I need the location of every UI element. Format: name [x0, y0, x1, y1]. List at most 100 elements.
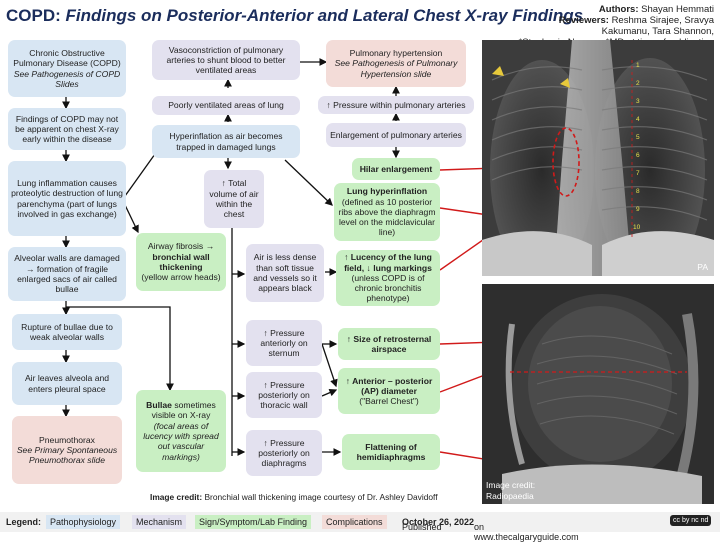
rib-number-9: 9	[636, 206, 640, 213]
rib-number-4: 4	[636, 116, 640, 123]
airway-fibrosis-box: Airway fibrosis → bronchial wall thicken…	[136, 233, 226, 291]
lateral-xray-drawing	[482, 284, 714, 504]
copd-text: Chronic Obstructive Pulmonary Disease (C…	[13, 47, 121, 69]
rib-number-2: 2	[636, 80, 640, 87]
ap-text-1: ↑ Anterior – posterior	[345, 375, 433, 386]
flattening-box: Flattening of hemidiaphragms	[342, 434, 440, 470]
press-ant-text: ↑ Pressure anteriorly on sternum	[260, 327, 308, 359]
flat-text-1: Flattening of	[365, 441, 417, 452]
air-less-text: Air is less dense than soft tissue and v…	[253, 252, 317, 294]
retrosternal-box: ↑ Size of retrosternal airspace	[338, 328, 440, 360]
flat-text-2: hemidiaphragms	[356, 452, 426, 462]
lucency-title: ↑ Lucency of the lung field, ↓ lung mark…	[344, 252, 432, 273]
copd-box: Chronic Obstructive Pulmonary Disease (C…	[8, 40, 126, 97]
credit-text: Bronchial wall thickening image courtesy…	[204, 492, 438, 502]
lucency-box: ↑ Lucency of the lung field, ↓ lung mark…	[336, 250, 440, 306]
reviewers-label: Reviewers:	[558, 15, 609, 26]
total-text: ↑ Total volume of air within the chest	[209, 178, 259, 220]
hyperinflation-box: Hyperinflation as air becomes trapped in…	[152, 125, 300, 158]
poorly-ventilated-box: Poorly ventilated areas of lung	[152, 96, 300, 115]
press-post-text: ↑ Pressure posteriorly on thoracic wall	[258, 379, 310, 411]
page-title: COPD: Findings on Posterior-Anterior and…	[6, 6, 583, 26]
authors-names: Shayan Hemmati	[641, 4, 714, 15]
findings-text: Findings of COPD may not be apparent on …	[15, 113, 119, 145]
image-credit-label: Image credit:	[486, 480, 536, 490]
rib-number-7: 7	[636, 170, 640, 177]
hyper-detail: (defined as 10 posterior ribs above the …	[338, 196, 436, 238]
air-leaves-box: Air leaves alveola and enters pleural sp…	[12, 362, 122, 405]
pa-xray-drawing	[482, 40, 714, 276]
title-main: COPD:	[6, 6, 61, 25]
published-line: Published October 26, 2022 on www.thecal…	[402, 517, 579, 542]
pa-label: PA	[697, 262, 708, 272]
hilar-text: Hilar enlargement	[359, 163, 433, 174]
legend-pathophysiology: Pathophysiology	[46, 515, 121, 529]
image-credit-footer: Image credit: Bronchial wall thickening …	[150, 492, 438, 502]
lateral-xray-image: Image credit: Radiopaedia	[482, 284, 714, 504]
airway-text-1: Airway fibrosis →	[147, 241, 215, 252]
hyperinfl-text: Hyperinflation as air becomes trapped in…	[169, 131, 283, 152]
rupture-text: Rupture of bullae due to weak alveolar w…	[21, 321, 113, 342]
pneumothorax-box: Pneumothorax See Primary Spontaneous Pne…	[12, 416, 122, 484]
press-diaph-text: ↑ Pressure posteriorly on diaphragms	[258, 437, 310, 469]
findings-not-apparent-box: Findings of COPD may not be apparent on …	[8, 108, 126, 150]
bullae-visible-box: Bullae sometimes visible on X-ray (focal…	[136, 390, 226, 472]
ap-text-3: ("Barrel Chest")	[359, 396, 419, 407]
retro-text-1: ↑ Size of retrosternal	[346, 333, 432, 344]
published-prefix: Published	[402, 522, 442, 532]
hyper-title: Lung hyperinflation	[346, 186, 428, 197]
inflammation-text: Lung inflammation causes proteolytic des…	[11, 177, 123, 219]
pressure-pa-box: ↑ Pressure within pulmonary arteries	[318, 96, 474, 114]
published-date: October 26, 2022	[402, 517, 475, 527]
image-credit-source: Radiopaedia	[486, 491, 534, 501]
alveolar-text: Alveolar walls are damaged → formation o…	[14, 253, 120, 295]
total-volume-box: ↑ Total volume of air within the chest	[204, 170, 264, 228]
rib-number-3: 3	[636, 98, 640, 105]
pneumothorax-see-link[interactable]: See Primary Spontaneous Pneumothorax sli…	[16, 444, 118, 466]
pulm-htn-title: Pulmonary hypertension	[349, 48, 443, 59]
hilar-enlargement-box: Hilar enlargement	[352, 158, 440, 180]
enlarge-pa-text: Enlargement of pulmonary arteries	[330, 129, 462, 140]
pulm-htn-see-link[interactable]: See Pathogenesis of Pulmonary Hypertensi…	[334, 58, 458, 79]
pressure-posterior-box: ↑ Pressure posteriorly on thoracic wall	[246, 372, 322, 418]
reviewers-line-2: Kakumanu, Tara Shannon,	[601, 26, 714, 37]
air-leaves-text: Air leaves alveola and enters pleural sp…	[24, 373, 110, 394]
lucency-detail: (unless COPD is of chronic bronchitis ph…	[351, 272, 425, 304]
alveolar-walls-box: Alveolar walls are damaged → formation o…	[8, 247, 126, 301]
legend-sign: Sign/Symptom/Lab Finding	[195, 515, 312, 529]
rib-number-10: 10	[633, 224, 641, 231]
pressure-pa-text: ↑ Pressure within pulmonary arteries	[326, 99, 466, 110]
pressure-anterior-box: ↑ Pressure anteriorly on sternum	[246, 320, 322, 366]
poorly-text: Poorly ventilated areas of lung	[168, 100, 284, 111]
ap-diameter-box: ↑ Anterior – posterior (AP) diameter ("B…	[338, 368, 440, 414]
credit-label: Image credit:	[150, 492, 203, 502]
rib-number-8: 8	[636, 188, 640, 195]
legend-label: Legend:	[6, 517, 41, 527]
bullae-detail: (focal areas of lucency with spread out …	[143, 420, 219, 462]
pressure-diaphragm-box: ↑ Pressure posteriorly on diaphragms	[246, 430, 322, 476]
lung-inflammation-box: Lung inflammation causes proteolytic des…	[8, 161, 126, 236]
license-badge-icon[interactable]: cc by nc nd	[670, 515, 712, 526]
pa-xray-image: 1 2 3 4 5 6 7 8 9 10 PA	[482, 40, 714, 276]
enlarge-pa-box: Enlargement of pulmonary arteries	[326, 123, 466, 147]
rupture-bullae-box: Rupture of bullae due to weak alveolar w…	[12, 314, 122, 350]
published-site[interactable]: on www.thecalgaryguide.com	[474, 522, 579, 542]
legend-mechanism: Mechanism	[132, 515, 187, 529]
legend-complications: Complications	[322, 515, 387, 529]
title-subtitle: Findings on Posterior-Anterior and Later…	[65, 6, 584, 25]
bullae-text: sometimes visible on X-ray	[151, 400, 216, 421]
vasoconstriction-box: Vasoconstriction of pulmonary arteries t…	[152, 40, 300, 80]
legend-bar: Legend: Pathophysiology Mechanism Sign/S…	[0, 512, 720, 542]
copd-see-link[interactable]: See Pathogenesis of COPD Slides	[13, 68, 121, 89]
rib-number-5: 5	[636, 134, 640, 141]
vaso-text: Vasoconstriction of pulmonary arteries t…	[166, 44, 286, 76]
rib-number-1: 1	[636, 62, 640, 69]
authors-label: Authors:	[598, 4, 639, 15]
air-less-dense-box: Air is less dense than soft tissue and v…	[246, 244, 324, 302]
bullae-title: Bullae	[146, 400, 172, 411]
airway-text-3: (yellow arrow heads)	[141, 272, 221, 283]
pulmonary-hypertension-box: Pulmonary hypertension See Pathogenesis …	[326, 40, 466, 87]
reviewers-line-1: Reshma Sirajee, Sravya	[611, 15, 714, 26]
retro-text-2: airspace	[371, 344, 407, 354]
airway-text-2: bronchial wall thickening	[152, 251, 210, 272]
